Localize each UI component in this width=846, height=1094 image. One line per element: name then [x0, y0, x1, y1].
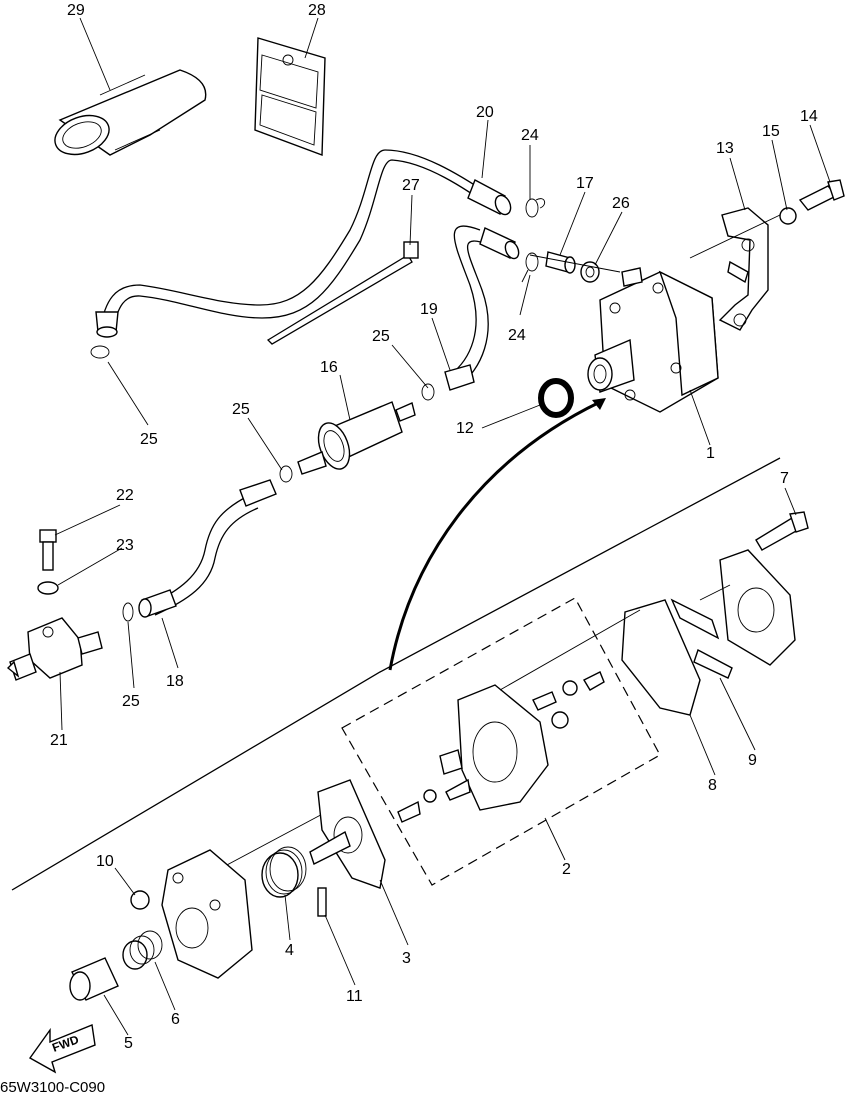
callout-25-mid: 25 [232, 401, 250, 418]
callout-28: 28 [308, 2, 326, 19]
assembly-arrow-curve [388, 400, 601, 671]
callout-5: 5 [124, 1035, 133, 1052]
part-13-bracket [718, 207, 769, 331]
fwd-direction-arrow: FWD [28, 1024, 96, 1074]
part-23-washer [37, 581, 59, 595]
part-14-bolt [798, 179, 845, 211]
part-22-screw [39, 529, 57, 571]
clips [90, 198, 546, 622]
part-20-hose-end [467, 179, 512, 216]
part-20b-hose-end [479, 227, 520, 260]
callout-26: 26 [612, 195, 630, 212]
hose-19 [449, 225, 481, 376]
pump-cover-left [161, 849, 253, 979]
assembly-arrow-head [592, 398, 606, 410]
callout-8: 8 [708, 777, 717, 794]
callout-labels: 29 28 20 24 17 26 13 15 14 27 19 25 16 2… [50, 2, 818, 1052]
callout-18: 18 [166, 673, 184, 690]
hose-18-inner [154, 507, 259, 616]
callout-10: 10 [96, 853, 114, 870]
callout-20: 20 [476, 104, 494, 121]
callout-11: 11 [346, 988, 363, 1005]
callout-21: 21 [50, 732, 68, 749]
section-divider-line [11, 457, 781, 891]
callout-24-top: 24 [521, 127, 539, 144]
callout-25-left: 25 [140, 431, 158, 448]
part-15-washer [779, 207, 797, 225]
part-28-label-tag [254, 37, 326, 156]
callout-2: 2 [562, 861, 571, 878]
part-1-fuel-pump [587, 267, 719, 413]
part-5-plunger [69, 957, 119, 1001]
callout-29: 29 [67, 2, 85, 19]
callout-25-upper: 25 [372, 328, 390, 345]
callout-22: 22 [116, 487, 134, 504]
fuel-hose-upper [99, 149, 491, 331]
part-19-hose-end [444, 364, 475, 391]
callout-17: 17 [576, 175, 594, 192]
callout-14: 14 [800, 108, 818, 125]
callout-13: 13 [716, 140, 734, 157]
pump-axis-line [529, 214, 781, 273]
callout-16: 16 [320, 359, 338, 376]
part-17-fitting [545, 251, 576, 274]
part-2-kit-dashed-box [341, 597, 661, 886]
callout-19: 19 [420, 301, 438, 318]
part-16-fuel-filter [297, 401, 416, 475]
callout-12: 12 [456, 420, 474, 437]
callout-4: 4 [285, 942, 294, 959]
part-10-nut [130, 890, 150, 910]
callout-1: 1 [706, 445, 715, 462]
callout-leaders [54, 17, 831, 1036]
part-29-hose-sleeve [54, 69, 207, 156]
callout-23: 23 [116, 537, 134, 554]
hose-19-inner [459, 240, 491, 386]
part-21-fuel-joint [6, 617, 103, 681]
part-4-spring [261, 846, 307, 898]
hose-left-end [95, 311, 119, 338]
fuel-hose-upper-inner [111, 159, 496, 333]
hose-18 [149, 494, 251, 606]
callout-6: 6 [171, 1011, 180, 1028]
callout-25-bottom: 25 [122, 693, 140, 710]
callout-7: 7 [780, 470, 789, 487]
part-12-o-ring [538, 378, 574, 418]
part-27-cable-tie [266, 241, 419, 345]
part-7-bolt [755, 511, 809, 551]
callout-27: 27 [402, 177, 420, 194]
callout-3: 3 [402, 950, 411, 967]
part-18-hose-end [138, 589, 177, 618]
part-9-check-valve [670, 549, 796, 679]
callout-24-bottom: 24 [508, 327, 526, 344]
part-2-pump-body [397, 671, 605, 823]
diagram-code: 65W3100-C090 [0, 1079, 105, 1094]
callout-9: 9 [748, 752, 757, 769]
part-11-pin [317, 887, 327, 917]
part-6-spring [122, 930, 163, 970]
hose-mid-end [239, 479, 277, 507]
callout-15: 15 [762, 123, 780, 140]
part-3-diaphragm [309, 779, 386, 889]
